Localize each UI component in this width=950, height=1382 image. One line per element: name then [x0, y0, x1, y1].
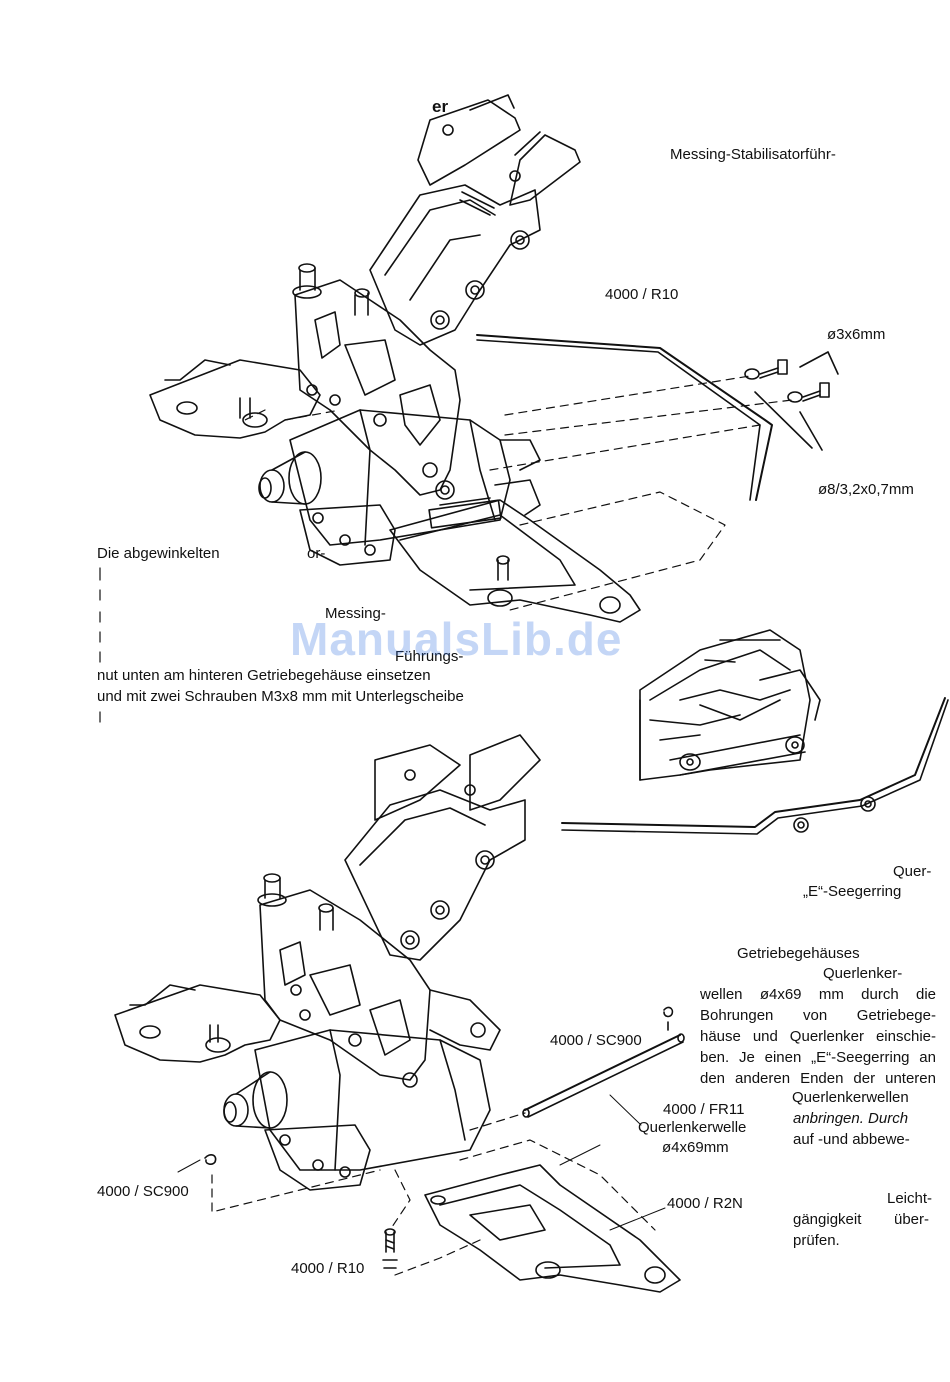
check-line-1: Leicht- [887, 1190, 933, 1207]
watermark: ManualsLib.de [290, 613, 623, 665]
shaft-name-label: Querlenkerwelle [638, 1119, 747, 1136]
instruction-paragraph-line-6: Querlenkerwellen [792, 1089, 909, 1106]
instruction-line-3: und mit zwei Schrauben M3x8 mm mit Unter… [97, 688, 464, 705]
wishbone-heading: Querlenker- [823, 965, 903, 982]
stabilizer-inset-drawing [561, 629, 949, 835]
instruction-line-2: nut unten am hinteren Getriebegehäuse ei… [97, 667, 431, 684]
shaft-size-label: ø4x69mm [662, 1139, 729, 1156]
part-label-r10-pin: 4000 / R10 [291, 1260, 365, 1277]
caption-fragment-top: er [432, 97, 449, 116]
instruction-paragraph-line-2: Bohrungen von Getriebege- [700, 1007, 936, 1024]
instruction-paragraph-line-3: häuse und Querlenker einschie- [700, 1028, 936, 1045]
part-label-fr11: 4000 / FR11 [663, 1101, 745, 1118]
quer-label: Quer- [893, 863, 932, 880]
seegerring-label: „E“-Seegerring [803, 883, 902, 900]
instruction-paragraph-line-1: wellen ø4x69 mm durch die [700, 986, 936, 1003]
gearbox-heading: Getriebegehäuses [737, 945, 860, 962]
screw-size-label: ø3x6mm [827, 326, 886, 343]
part-label-sc900-right: 4000 / SC900 [550, 1032, 642, 1049]
instruction-paragraph-line-8: auf -und abbewe- [793, 1131, 910, 1148]
upper-gearbox-assembly [149, 94, 839, 623]
brass-label: Messing- [325, 605, 386, 622]
check-line-2b: über- [894, 1211, 930, 1228]
check-line-3: prüfen. [793, 1232, 840, 1249]
lower-gearbox-assembly [114, 734, 685, 1293]
instruction-paragraph-line-5: den anderen Enden der unteren [700, 1070, 936, 1087]
instruction-paragraph-line-4: ben. Je einen „E“-Seegerring an [700, 1049, 936, 1066]
instruction-line-1: Die abgewinkelten [97, 545, 220, 562]
instruction-paragraph-line-7: anbringen. Durch [793, 1110, 909, 1127]
stabilizer-guide-label: Messing-Stabilisatorführ- [670, 146, 836, 163]
part-label-r10-stabilizer: 4000 / R10 [605, 286, 679, 303]
check-line-2a: gängigkeit [793, 1211, 862, 1228]
instruction-line-1-tail: or- [307, 545, 326, 562]
part-label-sc900-left: 4000 / SC900 [97, 1183, 189, 1200]
guide-label: Führungs- [395, 648, 464, 665]
washer-size-label: ø8/3,2x0,7mm [818, 481, 914, 498]
part-label-r2n: 4000 / R2N [667, 1195, 743, 1212]
